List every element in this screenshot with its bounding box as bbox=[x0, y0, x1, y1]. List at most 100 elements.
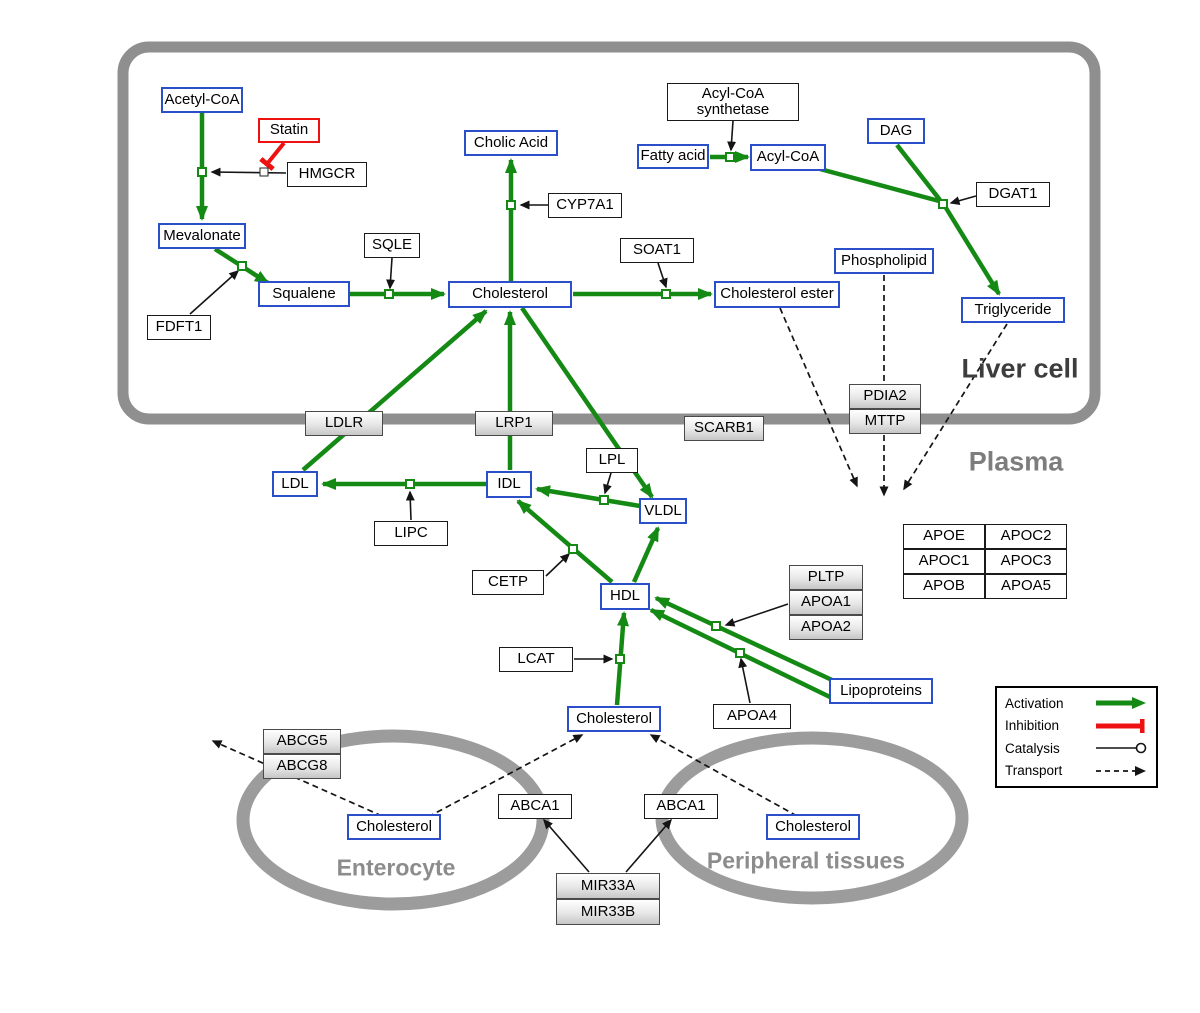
edge-acyl-coa-to-dgat1-rxn bbox=[819, 166, 940, 204]
node-hmgcr[interactable]: HMGCR bbox=[287, 161, 367, 187]
node-lpl[interactable]: LPL bbox=[586, 447, 638, 473]
node-pltp[interactable]: PLTP bbox=[789, 564, 863, 590]
reaction-node-apoa4-rxn bbox=[735, 648, 745, 658]
legend-row-transport: Transport bbox=[1005, 760, 1148, 782]
node-cetp[interactable]: CETP bbox=[472, 569, 544, 595]
node-cyp7a1[interactable]: CYP7A1 bbox=[548, 192, 622, 218]
node-lrp1[interactable]: LRP1 bbox=[475, 410, 553, 436]
legend-row-inhibition: Inhibition bbox=[1005, 715, 1148, 737]
node-apoc2[interactable]: APOC2 bbox=[985, 523, 1067, 549]
node-apoe[interactable]: APOE bbox=[903, 523, 985, 549]
node-mir33a[interactable]: MIR33A bbox=[556, 873, 660, 899]
node-phospholipid[interactable]: Phospholipid bbox=[834, 248, 934, 274]
node-apoa2[interactable]: APOA2 bbox=[789, 614, 863, 640]
reaction-node-statin-target-port bbox=[259, 167, 269, 177]
enterocyte-label: Enterocyte bbox=[336, 854, 456, 881]
node-apoa1[interactable]: APOA1 bbox=[789, 589, 863, 615]
legend-row-catalysis: Catalysis bbox=[1005, 737, 1148, 759]
edge-enterocyte-cholesterol-to-plasma bbox=[427, 734, 584, 818]
node-cholesterol-enterocyte[interactable]: Cholesterol bbox=[347, 814, 441, 840]
reaction-node-acyl-coa-synthetase-rxn bbox=[725, 152, 735, 162]
edge-cetp-catalysis bbox=[545, 552, 571, 577]
node-acyl-coa[interactable]: Acyl-CoA bbox=[750, 143, 826, 171]
plasma-label: Plasma bbox=[968, 446, 1064, 477]
node-cholic-acid[interactable]: Cholic Acid bbox=[464, 130, 558, 156]
node-soat1[interactable]: SOAT1 bbox=[620, 237, 694, 263]
reaction-node-sqle-rxn bbox=[384, 289, 394, 299]
liver-cell-membrane bbox=[117, 41, 1101, 425]
edge-vldl-to-idl bbox=[535, 485, 641, 509]
node-fatty-acid[interactable]: Fatty acid bbox=[637, 143, 709, 169]
legend-row-activation: Activation bbox=[1005, 692, 1148, 714]
reaction-node-cyp7a1-rxn bbox=[506, 200, 516, 210]
node-abca1-peripheral[interactable]: ABCA1 bbox=[644, 793, 718, 819]
node-statin[interactable]: Statin bbox=[258, 117, 320, 143]
node-abcg5[interactable]: ABCG5 bbox=[263, 728, 341, 754]
node-mevalonate[interactable]: Mevalonate bbox=[158, 223, 246, 249]
node-lipoproteins[interactable]: Lipoproteins bbox=[829, 678, 933, 704]
node-dag[interactable]: DAG bbox=[867, 118, 925, 144]
legend-label-inhibition: Inhibition bbox=[1005, 718, 1060, 734]
node-cholesterol-liver[interactable]: Cholesterol bbox=[448, 280, 572, 308]
reaction-node-lipc-rxn bbox=[405, 479, 415, 489]
edge-pltp-apoa-catalysis bbox=[724, 603, 789, 627]
node-cholesterol-ester[interactable]: Cholesterol ester bbox=[714, 280, 840, 308]
node-apoc1[interactable]: APOC1 bbox=[903, 548, 985, 574]
edge-acyl-coa-synthetase-catalysis bbox=[727, 120, 737, 152]
node-apob[interactable]: APOB bbox=[903, 573, 985, 599]
node-ldl[interactable]: LDL bbox=[272, 471, 318, 497]
edge-hdl-to-vldl bbox=[631, 526, 661, 583]
peripheral-tissues-label: Peripheral tissues bbox=[706, 847, 906, 874]
node-cholesterol-plasma[interactable]: Cholesterol bbox=[567, 706, 661, 732]
edge-lpl-catalysis bbox=[603, 472, 612, 495]
edge-cholesterol-ester-secretion bbox=[779, 307, 858, 488]
edge-mir33-to-abca1-peripheral bbox=[625, 818, 672, 873]
node-mttp[interactable]: MTTP bbox=[849, 408, 921, 434]
node-dgat1[interactable]: DGAT1 bbox=[976, 181, 1050, 207]
node-triglyceride[interactable]: Triglyceride bbox=[961, 297, 1065, 323]
catalysis-circle-icon bbox=[1096, 742, 1147, 754]
node-abca1-enterocyte[interactable]: ABCA1 bbox=[498, 793, 572, 819]
node-acetyl-coa[interactable]: Acetyl-CoA bbox=[161, 87, 243, 113]
node-abcg8[interactable]: ABCG8 bbox=[263, 753, 341, 779]
node-pdia2[interactable]: PDIA2 bbox=[849, 383, 921, 409]
reaction-node-lpl-rxn bbox=[599, 495, 609, 505]
enterocyte-membrane bbox=[236, 729, 550, 911]
node-ldlr[interactable]: LDLR bbox=[305, 410, 383, 436]
node-cholesterol-peripheral[interactable]: Cholesterol bbox=[766, 814, 860, 840]
edge-soat1-catalysis bbox=[657, 262, 668, 289]
edge-sqle-catalysis bbox=[386, 257, 396, 290]
node-sqle[interactable]: SQLE bbox=[364, 232, 420, 258]
node-hdl[interactable]: HDL bbox=[600, 582, 650, 610]
node-mir33b[interactable]: MIR33B bbox=[556, 899, 660, 925]
node-apoa4[interactable]: APOA4 bbox=[713, 703, 791, 729]
edge-apoa4-catalysis bbox=[738, 657, 751, 704]
node-squalene[interactable]: Squalene bbox=[258, 281, 350, 307]
edge-lipoproteins-to-hdl-upper bbox=[654, 595, 833, 683]
node-lipc[interactable]: LIPC bbox=[374, 520, 448, 546]
edge-triglyceride-secretion bbox=[903, 323, 1008, 491]
liver-cell-label: Liver cell bbox=[961, 353, 1079, 384]
reaction-node-cetp-rxn bbox=[568, 544, 578, 554]
node-idl[interactable]: IDL bbox=[486, 470, 532, 498]
node-fdft1[interactable]: FDFT1 bbox=[147, 314, 211, 340]
edge-statin-inhibits-hmgcr bbox=[259, 141, 286, 171]
reaction-node-fdft1-rxn bbox=[237, 261, 247, 271]
node-apoa5[interactable]: APOA5 bbox=[985, 573, 1067, 599]
node-scarb1[interactable]: SCARB1 bbox=[684, 415, 764, 441]
legend-label-catalysis: Catalysis bbox=[1005, 740, 1060, 756]
edge-dgat1-rxn-to-triglyceride bbox=[944, 206, 1001, 296]
node-vldl[interactable]: VLDL bbox=[639, 498, 687, 524]
reaction-node-soat1-rxn bbox=[661, 289, 671, 299]
node-acyl-coa-synthetase[interactable]: Acyl-CoA synthetase bbox=[667, 83, 799, 121]
reaction-node-hmgcr-rxn bbox=[197, 167, 207, 177]
node-lcat[interactable]: LCAT bbox=[499, 646, 573, 672]
edge-lipc-catalysis bbox=[405, 490, 415, 521]
edge-mir33-to-abca1-enterocyte bbox=[543, 818, 590, 873]
legend-label-transport: Transport bbox=[1005, 763, 1063, 779]
activation-arrow-icon bbox=[1096, 697, 1146, 710]
inhibition-tbar-icon bbox=[1096, 718, 1145, 733]
node-apoc3[interactable]: APOC3 bbox=[985, 548, 1067, 574]
